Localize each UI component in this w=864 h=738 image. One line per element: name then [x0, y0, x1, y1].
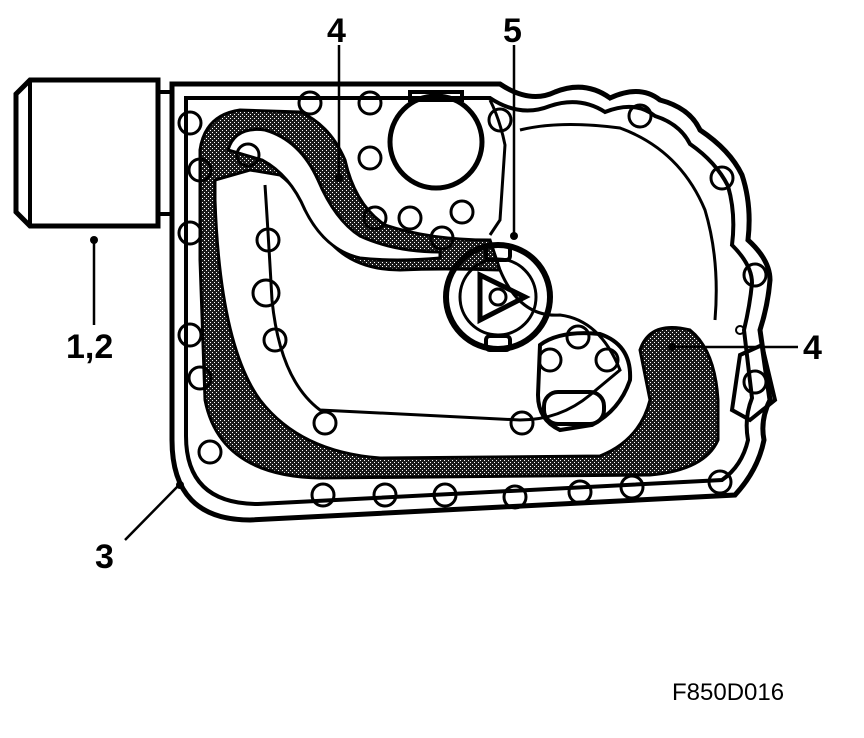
leader-dot	[90, 236, 98, 244]
bolt-hole	[502, 484, 528, 510]
bolt-hole	[742, 369, 768, 395]
bolt-holes	[177, 90, 768, 510]
callout-gasket: 3	[95, 538, 114, 576]
leader-dot	[176, 481, 184, 489]
crankshaft-bore	[387, 90, 485, 191]
bolt-hole	[312, 410, 338, 436]
bolt-hole	[251, 278, 281, 308]
bolt-hole	[449, 199, 475, 225]
bolt-hole	[187, 157, 213, 183]
bolt-hole	[429, 225, 455, 251]
bolt-hole	[594, 347, 620, 373]
leader-dot	[668, 343, 676, 351]
oil-filter	[13, 77, 174, 229]
gasket-outline	[169, 81, 773, 523]
bolt-hole	[397, 205, 423, 231]
bolt-hole	[177, 110, 203, 136]
bolt-hole	[297, 90, 323, 116]
bolt-hole	[357, 145, 383, 171]
bolt-hole	[707, 469, 733, 495]
oil-pump	[443, 242, 553, 352]
bolt-hole	[432, 482, 458, 508]
callout-seal-left: 4	[327, 12, 346, 50]
bolt-hole	[310, 482, 336, 508]
bolt-hole	[567, 479, 593, 505]
bolt-hole	[565, 324, 591, 350]
bolt-hole	[742, 262, 768, 288]
bolt-hole	[255, 227, 281, 253]
leader-gasket	[124, 485, 179, 541]
bolt-hole	[487, 107, 513, 133]
leader-dot	[335, 174, 343, 182]
bolt-hole	[709, 165, 735, 191]
bolt-hole	[187, 365, 213, 391]
bolt-hole	[177, 322, 203, 348]
bolt-hole	[372, 482, 398, 508]
bolt-hole	[509, 410, 535, 436]
bolt-hole	[197, 439, 223, 465]
bolt-hole	[619, 474, 645, 500]
figure-code: F850D016	[672, 679, 784, 706]
bolt-hole	[362, 205, 388, 231]
callout-seal-right: 4	[803, 329, 822, 367]
bolt-hole	[177, 220, 203, 246]
bolt-hole	[537, 347, 563, 373]
sealant-band	[198, 108, 720, 480]
bolt-hole	[357, 90, 383, 116]
bolt-hole	[262, 327, 288, 353]
bolt-hole	[235, 142, 261, 168]
callout-filter: 1,2	[66, 328, 113, 366]
callout-pump-seal: 5	[503, 12, 522, 50]
bolt-hole	[627, 103, 653, 129]
leader-dot	[510, 232, 518, 240]
leader-lines	[90, 45, 798, 541]
